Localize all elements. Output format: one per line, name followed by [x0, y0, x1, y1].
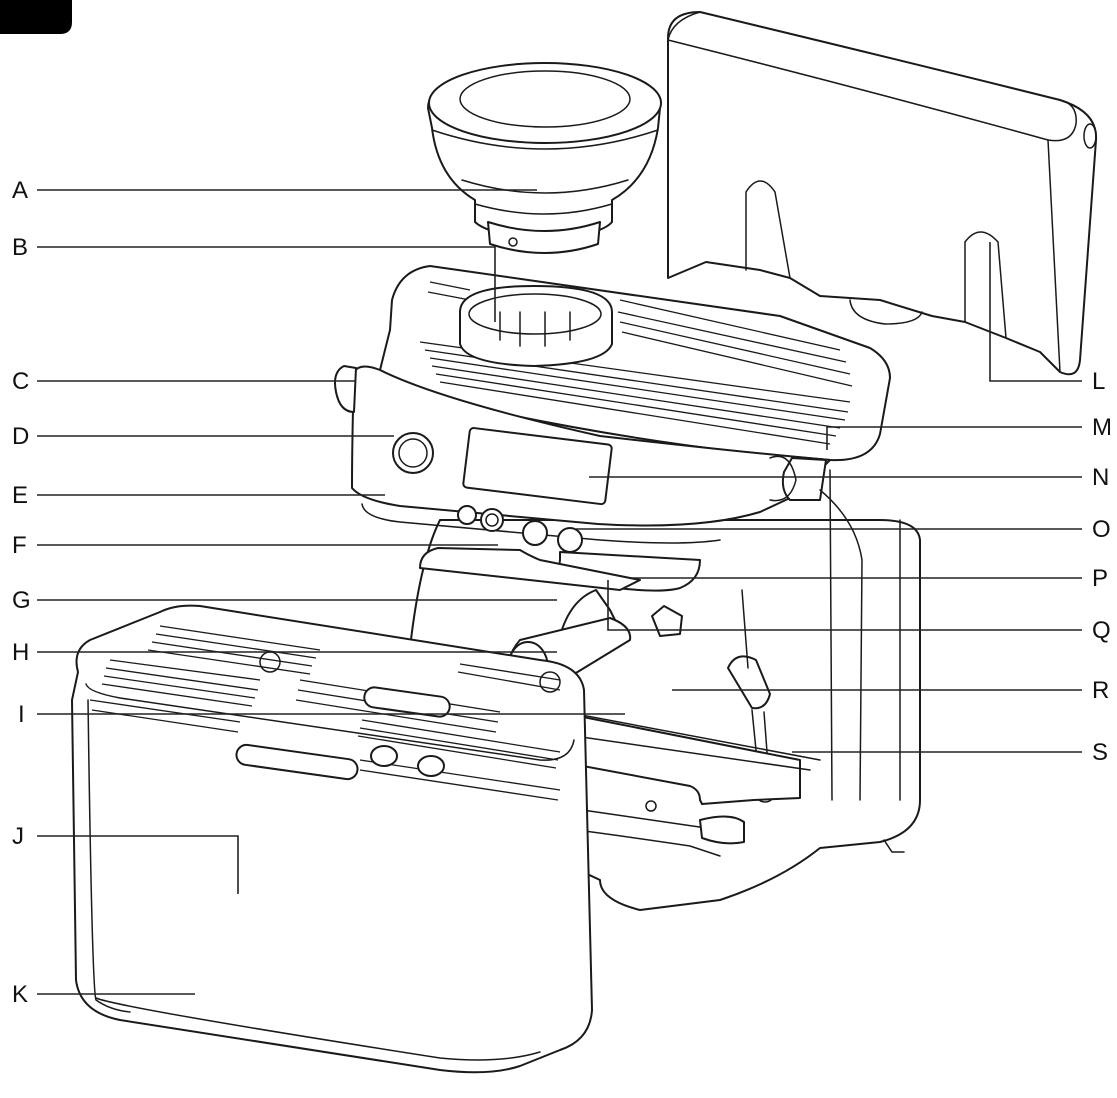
leader-J — [37, 835, 239, 894]
callout-A: A — [12, 177, 28, 204]
callout-J: J — [12, 823, 24, 850]
callout-H: H — [12, 639, 29, 666]
callout-labels: A B C D E F G H I J K L M N O P Q R S — [12, 177, 1112, 1008]
leader-L — [989, 242, 1082, 382]
leader-Q — [607, 580, 1082, 631]
callout-E: E — [12, 482, 28, 509]
callout-P: P — [1092, 565, 1108, 592]
leader-M — [826, 426, 1082, 450]
leader-B — [37, 246, 496, 322]
drip-tray — [71, 604, 593, 1074]
callout-R: R — [1092, 677, 1109, 704]
bean-hopper — [427, 62, 662, 254]
callout-M: M — [1092, 414, 1112, 441]
callout-D: D — [12, 423, 29, 450]
callout-N: N — [1092, 464, 1109, 491]
callout-G: G — [12, 587, 31, 614]
callout-Q: Q — [1092, 617, 1111, 644]
callout-S: S — [1092, 739, 1108, 766]
leader-lines — [37, 189, 1082, 995]
callout-K: K — [12, 981, 28, 1008]
water-tank — [667, 11, 1098, 376]
callout-I: I — [18, 701, 25, 728]
callout-O: O — [1092, 516, 1111, 543]
corner-tab — [0, 0, 72, 34]
callout-F: F — [12, 532, 27, 559]
callout-C: C — [12, 368, 29, 395]
callout-B: B — [12, 234, 28, 261]
callout-L: L — [1092, 368, 1105, 395]
